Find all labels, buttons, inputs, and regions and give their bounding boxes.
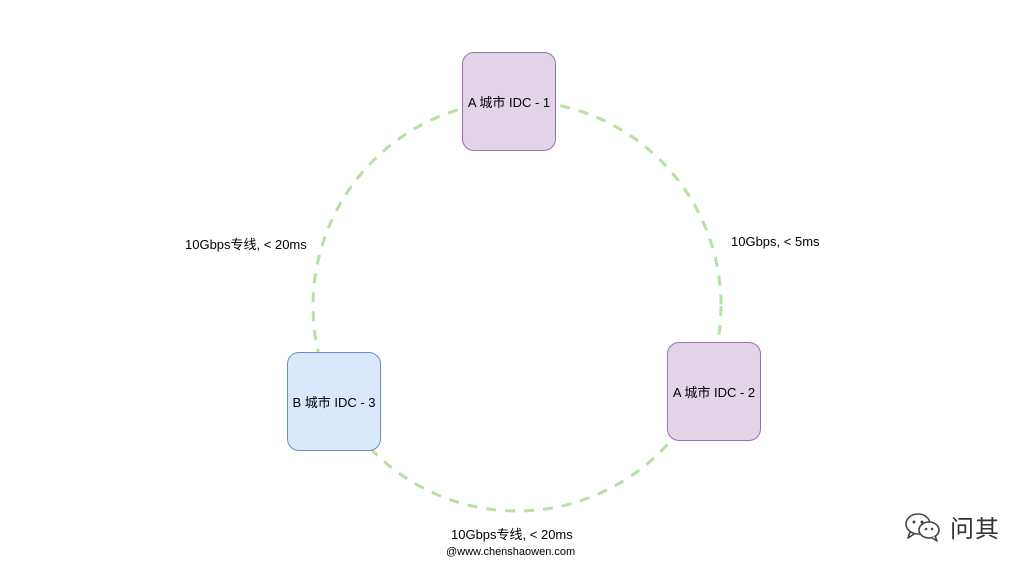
- link-label-a2-b3: 10Gbps专线, < 20ms: [451, 527, 573, 542]
- link-label-a1-a2: 10Gbps, < 5ms: [731, 234, 820, 249]
- node-idc-a2[interactable]: A 城市 IDC - 2: [667, 342, 761, 441]
- link-label-a1-b3: 10Gbps专线, < 20ms: [185, 237, 307, 252]
- node-idc-a1[interactable]: A 城市 IDC - 1: [462, 52, 556, 151]
- wechat-icon: [905, 512, 940, 542]
- watermark: 问其: [904, 509, 1000, 544]
- footer-url: @www.chenshaowen.com: [446, 546, 576, 558]
- node-idc-a1-label: A 城市 IDC - 1: [467, 95, 551, 110]
- node-idc-a2-label: A 城市 IDC - 2: [672, 385, 756, 400]
- node-idc-b3-label: B 城市 IDC - 3: [292, 395, 376, 410]
- watermark-text: 问其: [950, 515, 1000, 543]
- ring-connection: [311, 99, 723, 513]
- node-idc-b3[interactable]: B 城市 IDC - 3: [287, 352, 381, 451]
